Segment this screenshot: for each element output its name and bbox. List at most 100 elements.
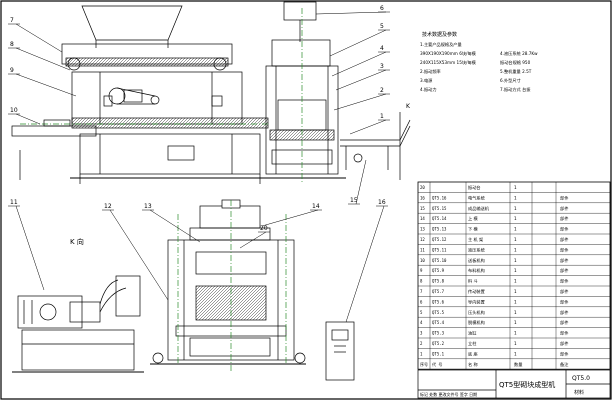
view-title-k: K 向 xyxy=(70,237,84,246)
callout-3: 3 xyxy=(380,63,384,70)
bom-row-qty: 1 xyxy=(514,227,517,232)
bom-row-qty: 1 xyxy=(514,268,517,273)
bom-row-qty: 1 xyxy=(514,216,517,221)
specs-title: 技术数据及参数 xyxy=(422,31,457,38)
spec-row-left: 1.主要产品规格及产量 xyxy=(420,41,462,48)
bom-row-qty: 1 xyxy=(514,299,517,304)
bom-header-name: 名 称 xyxy=(468,361,478,368)
callout-13: 13 xyxy=(144,203,152,210)
spec-row-left: 2.振动频率 xyxy=(420,68,441,75)
bom-row-qty: 1 xyxy=(514,247,517,252)
bom-row-no: 3 xyxy=(420,331,423,336)
bom-row-code: QT5.1 xyxy=(432,351,445,356)
bom-row-note: 部件 xyxy=(560,309,568,316)
electric-cabinet xyxy=(325,321,355,381)
bom-row-code: QT5.12 xyxy=(432,237,447,242)
bom-row-no: 15 xyxy=(420,206,425,211)
bom-row-name: 上 模 xyxy=(468,215,479,222)
spec-row-right: 7.振动方式 台振 xyxy=(500,86,531,93)
leader-line xyxy=(345,205,385,323)
bom-row-name: 振动台 xyxy=(468,184,481,191)
bom-row-note: 部件 xyxy=(560,215,568,222)
bom-row-name: 料 斗 xyxy=(468,278,478,285)
bom-row-no: 2 xyxy=(420,341,423,346)
bom-row-code: QT5.16 xyxy=(432,195,447,200)
top-ram xyxy=(199,205,261,229)
bom-row-code: QT5.2 xyxy=(432,341,445,346)
spec-row-left: 390X190X190mm 6块/每模 xyxy=(420,50,477,57)
bom-row-qty: 1 xyxy=(514,351,517,356)
bom-row-note: 部件 xyxy=(560,319,568,326)
hopper xyxy=(81,5,183,41)
callout-20: 20 xyxy=(260,225,268,232)
bom-row-code: QT5.3 xyxy=(432,331,445,336)
bom-row-name: 导向装置 xyxy=(468,298,485,305)
leader-line xyxy=(109,209,169,301)
bom-header-qty: 数量 xyxy=(514,361,522,368)
bom-row-note: 部件 xyxy=(560,288,568,295)
bom-row-no: 20 xyxy=(420,185,425,190)
bom-row-no: 13 xyxy=(420,227,425,232)
bom-row-no: 9 xyxy=(420,268,423,273)
callout-11: 11 xyxy=(10,199,18,206)
spec-row-left: 3.电源 xyxy=(420,77,433,84)
bom-row-name: 传动装置 xyxy=(468,288,485,295)
bom-row-no: 1 xyxy=(420,351,423,356)
bom-row-no: 12 xyxy=(420,237,425,242)
leader-line xyxy=(15,73,77,97)
bom-row-qty: 1 xyxy=(514,237,517,242)
bom-row-code: QT5.9 xyxy=(432,268,445,273)
leader-line xyxy=(261,209,319,227)
callout-12: 12 xyxy=(104,203,112,210)
spec-row-left: 240X115X53mm 15块/每模 xyxy=(420,59,477,66)
bom-row-note: 部件 xyxy=(560,298,568,305)
leader-line xyxy=(15,205,45,291)
oil-tank xyxy=(21,329,135,371)
front-view xyxy=(11,5,280,184)
leader-line xyxy=(239,231,267,249)
callout-15: 15 xyxy=(350,197,358,204)
bom-row-name: 压头机构 xyxy=(468,309,485,316)
bom-header-note: 备注 xyxy=(560,361,569,368)
bom-row-name: 电气系统 xyxy=(468,194,485,201)
bom-row-note: 部件 xyxy=(560,226,568,233)
main-body xyxy=(71,71,243,125)
motor xyxy=(17,295,83,329)
bom-row-name: 脱模机构 xyxy=(468,319,485,326)
cabinet-body xyxy=(325,321,355,381)
callout-9: 9 xyxy=(10,67,14,74)
callout-16: 16 xyxy=(378,199,386,206)
bom-row-name: 送板机构 xyxy=(468,257,485,264)
bom-row-qty: 1 xyxy=(514,206,517,211)
bom-row-note: 部件 xyxy=(560,350,568,357)
top-cylinder xyxy=(283,1,317,21)
bom-row-note: 部件 xyxy=(560,330,568,337)
leader-line xyxy=(355,159,367,205)
bom-row-qty: 1 xyxy=(514,195,517,200)
view-label-k: K xyxy=(406,103,411,110)
bom-row-name: 油缸 xyxy=(468,330,477,337)
bom-row-note: 部件 xyxy=(560,236,568,243)
spec-row-right: 5.整机重量 2.5T xyxy=(500,68,532,75)
callout-4: 4 xyxy=(380,45,384,52)
bom-row-name: 立柱 xyxy=(468,340,477,347)
bom-row-no: 8 xyxy=(420,279,423,284)
bom-row-note: 部件 xyxy=(560,257,568,264)
material-label: 材料 xyxy=(574,389,584,396)
bom-row-note: 部件 xyxy=(560,205,568,212)
callout-2: 2 xyxy=(380,87,384,94)
bom-row-code: QT5.10 xyxy=(432,258,447,263)
bom-row-code: QT5.8 xyxy=(432,279,445,284)
main-machine-view xyxy=(150,199,306,372)
leader-line xyxy=(315,11,387,15)
bom-row-code: QT5.11 xyxy=(432,247,447,252)
bom-row-code: QT5.13 xyxy=(432,227,447,232)
bom-row-no: 11 xyxy=(420,247,425,252)
callout-14: 14 xyxy=(312,203,320,210)
bom-row-code: QT5.15 xyxy=(432,206,447,211)
